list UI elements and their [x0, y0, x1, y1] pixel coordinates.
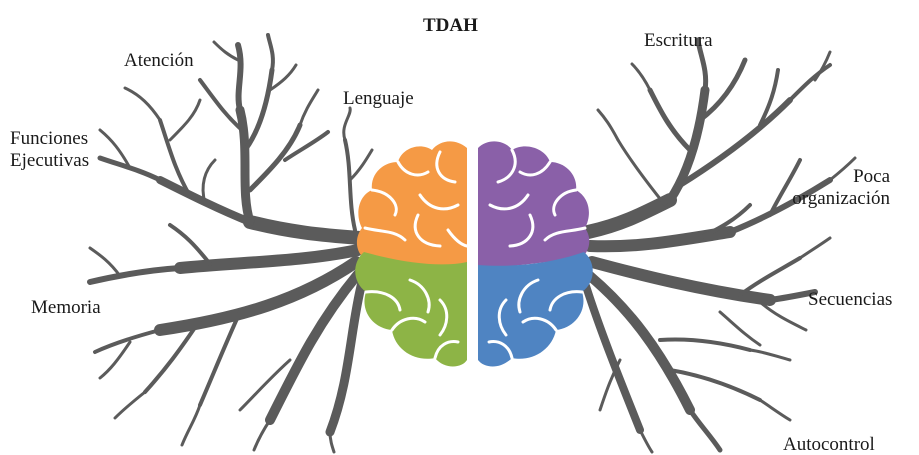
label-poca-organizacion: Poca organización: [772, 166, 890, 210]
label-lenguaje: Lenguaje: [343, 88, 414, 110]
label-escritura: Escritura: [644, 30, 713, 52]
brain-right-lower-lobe: [478, 252, 593, 367]
label-secuencias: Secuencias: [808, 289, 892, 311]
label-autocontrol: Autocontrol: [783, 434, 875, 455]
left-branches: [90, 35, 372, 452]
right-branches: [586, 40, 855, 452]
label-funciones-ejecutivas: Funciones Ejecutivas: [10, 128, 89, 172]
label-atencion: Atención: [124, 50, 194, 72]
diagram-title: TDAH: [423, 15, 478, 37]
brain: [355, 141, 593, 366]
brain-left-lower-lobe: [355, 252, 467, 367]
label-memoria: Memoria: [31, 297, 101, 319]
